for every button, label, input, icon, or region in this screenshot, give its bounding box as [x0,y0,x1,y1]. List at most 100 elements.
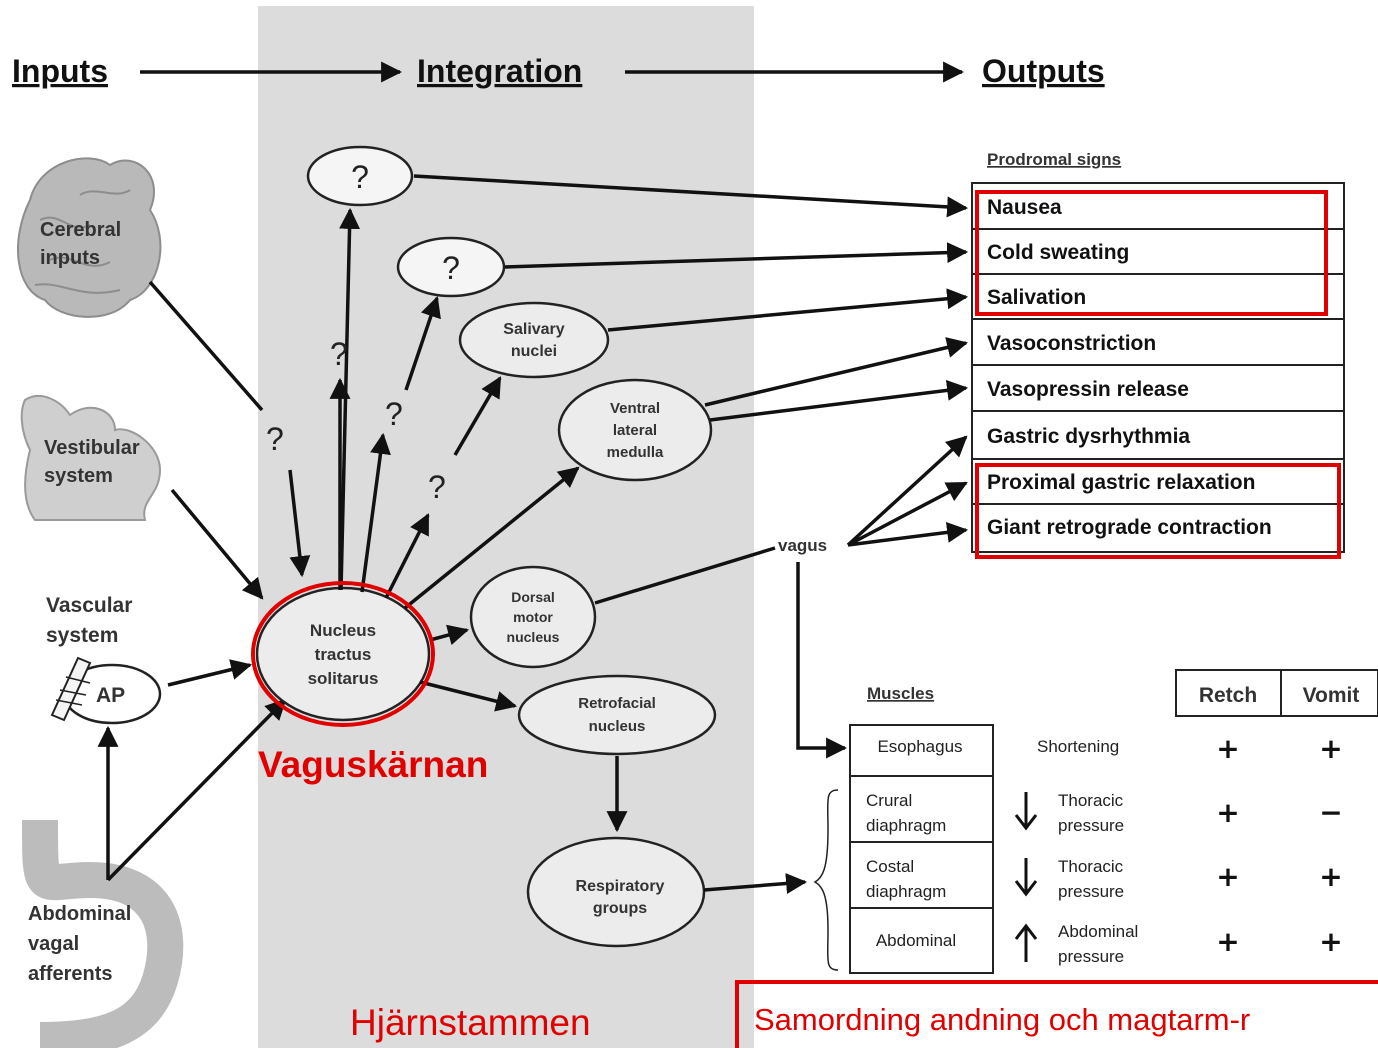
vlm-label-2: lateral [613,422,657,439]
edge-ap-nts [167,659,253,687]
retch-header: Retch [1199,684,1257,707]
arrow-down-icon [1014,792,1038,831]
edge-respiratory-muscles [703,873,808,894]
output-item: Cold sweating [987,241,1129,264]
header-inputs: Inputs [12,53,108,89]
salivary-label-1: Salivary [503,321,564,338]
effect-abdominal-1: Abdominal [1058,922,1138,941]
output-item: Proximal gastric relaxation [987,471,1255,494]
arrow-down-icon [1014,858,1038,897]
edge-dmn-vagus [594,546,776,605]
edge-nts-unknown2b [404,296,441,391]
header-integration: Integration [417,53,582,89]
unknown-node-2-label: ? [442,250,460,286]
edge-unknown2-sweating [504,242,969,269]
retrofacial-label-2: nucleus [589,718,646,735]
blood-vessel-icon [50,656,92,722]
cerebral-label-1: Cerebral [40,219,121,241]
vestibular-label-1: Vestibular [44,437,140,459]
salivary-node [458,301,610,379]
qmark-nts-unknown1: ? [330,336,348,372]
nts-highlight-circle [251,581,435,727]
dmn-node [469,565,597,669]
muscle-abdominal: Abdominal [876,931,956,950]
muscles-brace [813,789,839,971]
muscle-costal-2: diaphragm [866,882,946,901]
vomit-sign: + [1319,732,1342,765]
nts-label-1: Nucleus [310,621,376,640]
muscles-table [849,724,994,974]
retch-sign: + [1216,860,1239,893]
edge-vestibular-nts [170,488,264,600]
dmn-label-1: Dorsal [511,589,555,605]
output-item: Gastric dysrhythmia [987,425,1190,448]
retch-vomit-header [1175,669,1378,717]
vestibular-label-2: system [44,465,113,487]
output-item: Giant retrograde contraction [987,516,1272,539]
arrow-up-icon [1014,923,1038,962]
salivary-label-2: nuclei [511,343,557,360]
outputs-table [971,182,1345,553]
edge-vagus-relaxation [847,481,968,547]
muscle-crural-2: diaphragm [866,816,946,835]
vomit-sign: + [1319,860,1342,893]
output-item: Salivation [987,286,1086,309]
vomit-sign: − [1319,796,1342,829]
effect-thoracic-2: pressure [1058,816,1124,835]
qmark-nts-salivary: ? [428,469,446,505]
edge-vlm-vasoconstriction [704,337,969,407]
unknown-node-1 [306,145,414,207]
unknown-node-2 [396,236,506,298]
abdominal-label-3: afferents [28,963,112,985]
retrofacial-node [517,674,717,756]
retrofacial-label-1: Retrofacial [578,695,656,712]
respiratory-label-1: Respiratory [576,878,665,895]
unknown-node-1-label: ? [351,159,369,195]
edge-nts-retrofacial [419,680,518,712]
vomit-header: Vomit [1303,684,1360,707]
header-outputs: Outputs [982,53,1105,89]
muscle-crural-1: Crural [866,791,912,810]
brain-icon [17,157,162,318]
edge-cerebral-nts [148,280,302,575]
nts-label-2: tractus [315,645,372,664]
samordning-box [735,980,1378,1048]
qmark-cerebral: ? [266,421,284,457]
edge-nts-salivary-b [453,376,502,456]
effect-thoracic-1: Thoracic [1058,857,1124,876]
prodromal-title: Prodromal signs [987,150,1121,169]
retch-sign: + [1216,796,1239,829]
respiratory-node [526,836,706,948]
edge-salivary-salivation [607,288,969,332]
edge-vagus-esophagus [796,562,848,759]
gastric-highlight-box [975,463,1341,559]
output-item: Vasoconstriction [987,332,1156,355]
vascular-label-1: Vascular [46,594,132,617]
retch-sign: + [1216,925,1239,958]
edge-abdominal-nts [106,698,287,882]
abdominal-label-2: vagal [28,933,79,955]
edge-nts-unknown2a [360,432,391,593]
cerebral-label-2: inputs [40,247,100,269]
vascular-label-2: system [46,624,118,647]
edge-vlm-vasopressin [709,379,969,422]
vlm-node [557,378,713,482]
nts-node [255,586,431,722]
qmark-nts-unknown2: ? [385,396,403,432]
edge-vagus-dysrhythmia [846,435,968,547]
muscles-title: Muscles [867,684,934,703]
stomach-icon [22,819,184,1048]
dmn-label-3: nucleus [507,629,560,645]
vomit-sign: + [1319,925,1342,958]
edge-unknown1-nausea [413,174,969,218]
edge-nts-unknown1 [339,207,361,591]
vestibular-icon [20,395,162,521]
ap-label: AP [96,684,125,707]
edge-nts-vlm [403,466,580,610]
samordning-label: Samordning andning och magtarm-r [754,1002,1250,1037]
edge-vagus-retrograde [847,521,969,547]
output-item: Nausea [987,196,1062,219]
effect-thoracic-2: pressure [1058,882,1124,901]
respiratory-label-2: groups [593,900,647,917]
